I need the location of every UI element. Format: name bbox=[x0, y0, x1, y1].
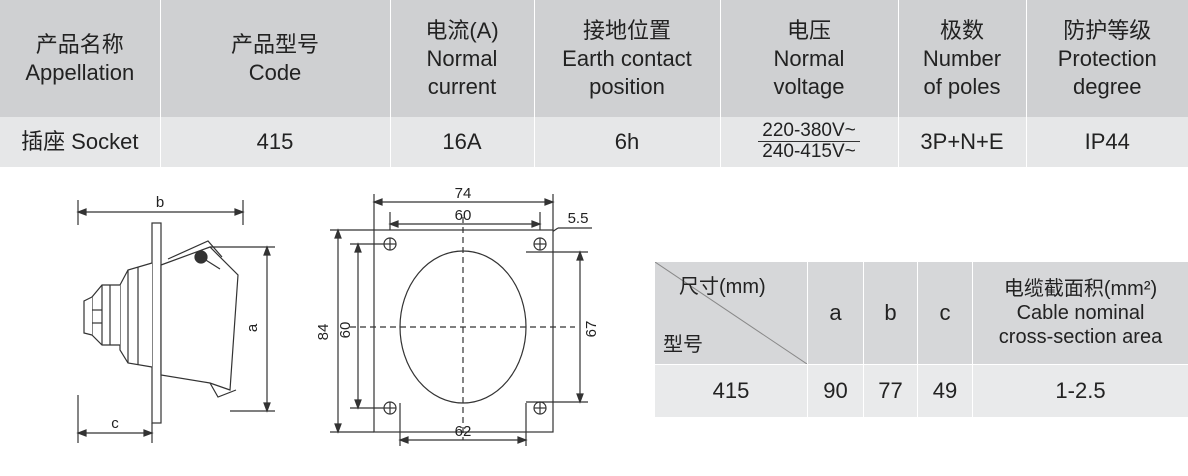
voltage-fraction: 220-380V~ 240-415V~ bbox=[758, 120, 860, 162]
dim-label-a: a bbox=[244, 323, 261, 332]
side-view-drawing: b a c bbox=[76, 194, 275, 443]
dim-label-67: 67 bbox=[583, 321, 600, 338]
cell-code: 415 bbox=[159, 117, 390, 167]
row-c: 49 bbox=[918, 365, 972, 417]
dim-label-c: c bbox=[111, 415, 119, 432]
cell-protection: IP44 bbox=[1025, 117, 1188, 167]
cell-appellation: 插座 Socket bbox=[0, 117, 160, 167]
cell-poles: 3P+N+E bbox=[897, 117, 1026, 167]
row-a: 90 bbox=[808, 365, 863, 417]
dim-label-5-5: 5.5 bbox=[568, 210, 589, 227]
dim-label-60-top: 60 bbox=[455, 207, 472, 224]
header-cable-zh: 电缆截面积(mm²) bbox=[1003, 278, 1158, 300]
corner-diagonal bbox=[655, 262, 807, 364]
corner-top-label: 尺寸(mm) bbox=[679, 276, 766, 298]
corner-header: 尺寸(mm) 型号 bbox=[655, 262, 807, 364]
dimension-table: 尺寸(mm) 型号 a b c 电缆截面积(mm²) Cable nominal… bbox=[655, 262, 1188, 417]
dim-label-b: b bbox=[156, 194, 164, 211]
row-cable: 1-2.5 bbox=[973, 365, 1188, 417]
header-cable-en-2: cross-section area bbox=[998, 326, 1163, 348]
voltage-top: 220-380V~ bbox=[758, 120, 860, 142]
front-view-drawing: 74 60 5.5 84 60 67 62 bbox=[315, 185, 600, 446]
corner-bottom-label: 型号 bbox=[663, 334, 703, 356]
row-b: 77 bbox=[864, 365, 917, 417]
header-cable-en-1: Cable nominal bbox=[1016, 302, 1145, 324]
spec-data-row: 插座 Socket 415 16A 6h 220-380V~ 240-415V~… bbox=[0, 117, 1188, 167]
cell-earth-position: 6h bbox=[533, 117, 720, 167]
row-model: 415 bbox=[655, 365, 807, 417]
dim-label-74: 74 bbox=[455, 185, 472, 202]
cell-current: 16A bbox=[389, 117, 534, 167]
header-a: a bbox=[808, 262, 863, 364]
dim-label-60-left: 60 bbox=[337, 322, 354, 339]
header-cable: 电缆截面积(mm²) Cable nominal cross-section a… bbox=[973, 262, 1188, 364]
header-b: b bbox=[864, 262, 917, 364]
cell-voltage: 220-380V~ 240-415V~ bbox=[719, 117, 898, 167]
dim-label-62: 62 bbox=[455, 423, 472, 440]
voltage-bottom: 240-415V~ bbox=[762, 140, 856, 162]
header-c: c bbox=[918, 262, 972, 364]
dim-label-84: 84 bbox=[315, 324, 332, 341]
